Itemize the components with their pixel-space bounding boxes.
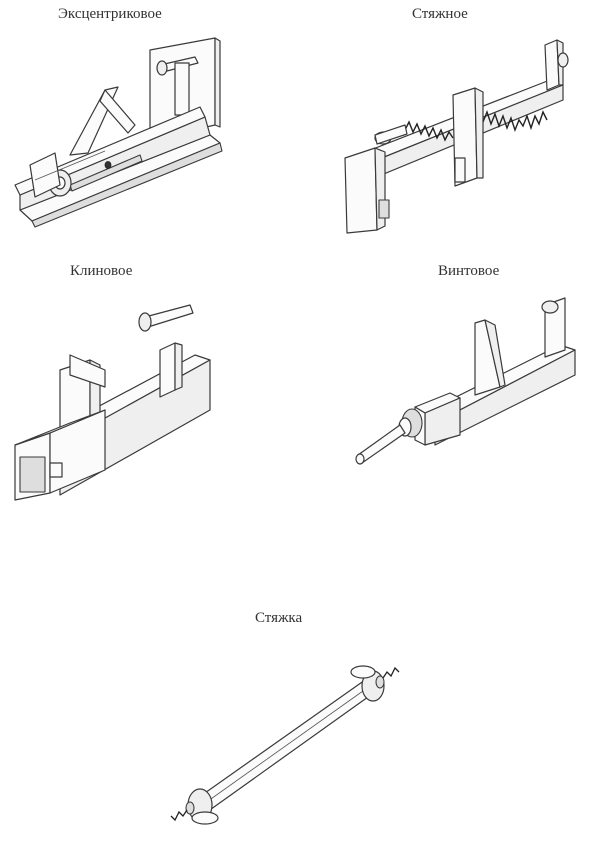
caption-tie: Стяжка — [255, 610, 303, 626]
tie-rod-icon — [170, 665, 400, 825]
caption-screw: Винтовое — [438, 263, 500, 279]
tie-rod-figure — [165, 650, 415, 840]
wedge-clamp-figure — [10, 295, 220, 505]
tension-clamp-icon — [344, 39, 569, 234]
caption-tension: Стяжное — [412, 6, 468, 22]
caption-eccentric: Эксцентриковое — [58, 6, 162, 22]
caption-wedge: Клиновое — [70, 263, 133, 279]
eccentric-clamp-figure — [10, 35, 230, 230]
screw-clamp-icon — [355, 297, 576, 465]
wedge-clamp-icon — [14, 304, 211, 501]
screw-clamp-figure — [350, 295, 590, 475]
tension-clamp-figure — [335, 30, 575, 240]
eccentric-clamp-icon — [14, 37, 223, 228]
